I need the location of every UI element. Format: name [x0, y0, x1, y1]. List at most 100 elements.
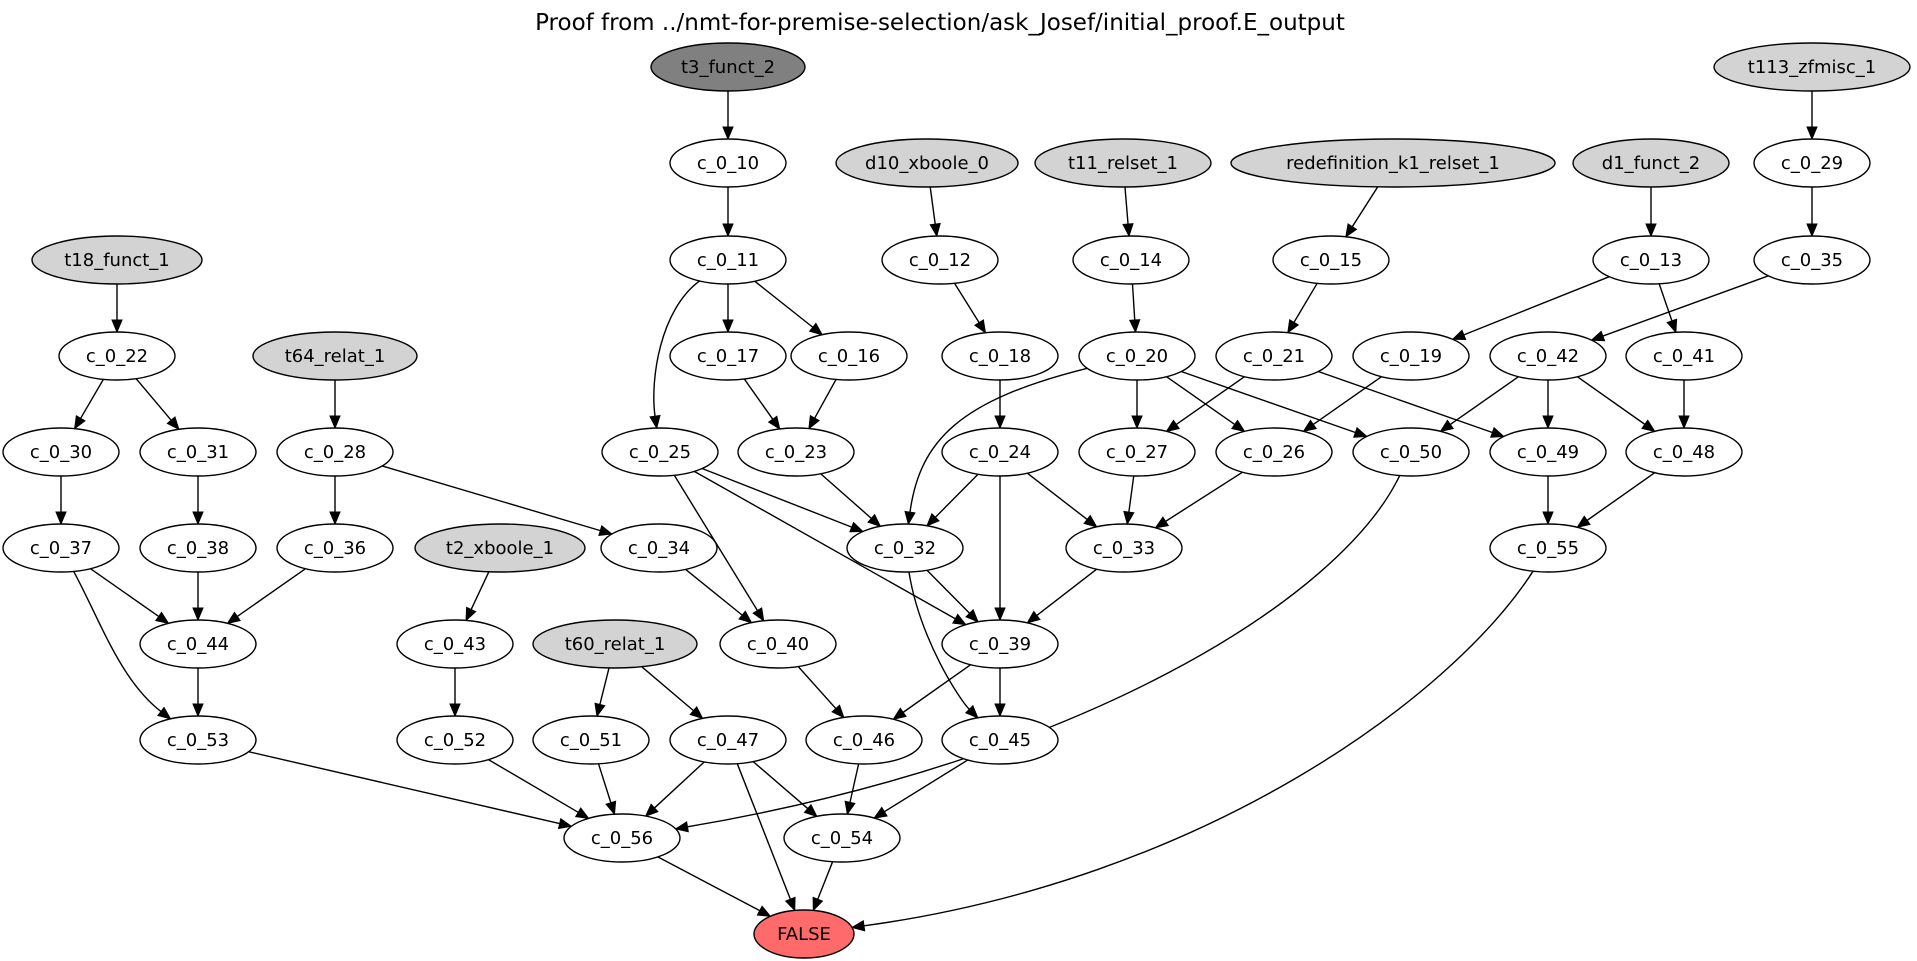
arrowhead — [598, 524, 614, 536]
edge-c_0_28-to-c_0_34 — [381, 465, 614, 536]
derived-node-ellipse — [139, 523, 257, 573]
node-label: c_0_34 — [628, 538, 690, 559]
node-label: c_0_46 — [833, 730, 895, 751]
node-label: c_0_30 — [30, 442, 92, 463]
node-c_0_19: c_0_19 — [1352, 331, 1470, 381]
node-c_0_16: c_0_16 — [790, 331, 908, 381]
edge-line — [1318, 370, 1493, 434]
edge-c_0_35-to-c_0_42 — [1590, 275, 1769, 342]
node-label: c_0_50 — [1380, 442, 1442, 463]
edge-line — [929, 186, 936, 225]
edge-line — [1166, 376, 1236, 426]
derived-node-ellipse — [669, 138, 787, 188]
axiom-node-ellipse — [414, 523, 586, 573]
edge-line — [1026, 472, 1088, 521]
axiom-node-ellipse — [1713, 42, 1911, 92]
node-c_0_47: c_0_47 — [669, 715, 787, 765]
node-c_0_38: c_0_38 — [139, 523, 257, 573]
node-label: t64_relat_1 — [285, 346, 386, 367]
edge-c_0_52-to-c_0_56 — [488, 759, 590, 820]
derived-node-ellipse — [790, 331, 908, 381]
edge-line — [73, 571, 162, 713]
edge-c_0_42-to-c_0_49 — [1542, 380, 1554, 430]
node-label: t3_funct_2 — [681, 57, 775, 78]
node-label: d10_xboole_0 — [865, 153, 989, 174]
arrowhead — [1490, 426, 1505, 438]
derived-node-ellipse — [719, 619, 837, 669]
arrowhead — [605, 800, 617, 816]
edge-line — [654, 761, 705, 809]
edge-line — [597, 763, 612, 803]
edge-c_0_36-to-c_0_44 — [226, 568, 306, 625]
arrowhead — [73, 414, 86, 430]
edge-c_0_55-to-FALSE — [850, 570, 1534, 932]
node-c_0_53: c_0_53 — [139, 715, 257, 765]
edge-c_0_50-to-c_0_56 — [674, 475, 1401, 833]
arrowhead — [329, 415, 341, 430]
node-c_0_56: c_0_56 — [563, 813, 681, 863]
arrowhead — [1806, 223, 1818, 238]
node-c_0_41: c_0_41 — [1625, 331, 1743, 381]
derived-node-ellipse — [1489, 427, 1607, 477]
edge-c_0_28-to-c_0_36 — [329, 476, 341, 526]
arrowhead — [1302, 419, 1318, 433]
node-label: c_0_15 — [1300, 250, 1362, 271]
node-label: c_0_32 — [874, 538, 936, 559]
edge-line — [908, 571, 970, 710]
derived-node-ellipse — [563, 813, 681, 863]
edge-c_0_37-to-c_0_44 — [90, 568, 170, 625]
node-c_0_44: c_0_44 — [139, 619, 257, 669]
arrowhead — [1645, 223, 1657, 238]
edge-c_0_27-to-c_0_33 — [1123, 475, 1135, 526]
edge-d10_xboole_0-to-c_0_12 — [929, 186, 941, 238]
edge-line — [884, 759, 969, 813]
node-t3_funct_2: t3_funct_2 — [650, 42, 806, 92]
arrowhead — [1026, 610, 1041, 624]
axiom-node-ellipse — [31, 235, 203, 285]
arrowhead — [1345, 223, 1358, 238]
node-c_0_32: c_0_32 — [846, 523, 964, 573]
edge-c_0_42-to-c_0_50 — [1439, 376, 1519, 433]
edge-c_0_39-to-c_0_46 — [892, 664, 972, 721]
node-label: c_0_17 — [697, 346, 759, 367]
derived-node-ellipse — [1625, 427, 1743, 477]
edge-c_0_19-to-c_0_26 — [1302, 376, 1382, 433]
edge-line — [1124, 186, 1129, 225]
arrowhead — [1439, 419, 1455, 433]
node-label: c_0_11 — [697, 250, 759, 271]
edge-c_0_29-to-c_0_35 — [1806, 187, 1818, 238]
arrowhead — [449, 703, 461, 718]
edge-c_0_14-to-c_0_20 — [1128, 283, 1141, 334]
derived-node-ellipse — [941, 715, 1059, 765]
arrowhead — [226, 611, 242, 625]
false-node-ellipse — [753, 909, 855, 959]
axiom-node-ellipse — [1034, 138, 1212, 188]
node-c_0_35: c_0_35 — [1753, 235, 1871, 285]
node-c_0_29: c_0_29 — [1753, 138, 1871, 188]
edge-line — [1658, 283, 1673, 322]
edge-c_0_32-to-c_0_39 — [926, 569, 979, 623]
edge-c_0_20-to-c_0_26 — [1166, 376, 1246, 433]
node-c_0_39: c_0_39 — [941, 619, 1059, 669]
edge-line — [236, 568, 306, 618]
edge-line — [488, 759, 579, 813]
edge-line — [641, 666, 694, 712]
edge-line — [685, 568, 743, 616]
node-label: c_0_13 — [1620, 250, 1682, 271]
edge-c_0_25-to-c_0_32 — [701, 467, 865, 533]
edge-c_0_23-to-c_0_32 — [820, 473, 882, 528]
edge-c_0_46-to-c_0_54 — [844, 763, 860, 816]
arrowhead — [964, 704, 979, 719]
arrowhead — [1678, 415, 1690, 430]
edge-c_0_38-to-c_0_44 — [192, 572, 204, 622]
node-label: d1_funct_2 — [1602, 153, 1700, 174]
arrowhead — [994, 607, 1006, 622]
derived-node-ellipse — [1352, 331, 1470, 381]
edge-t3_funct_2-to-c_0_10 — [722, 91, 734, 141]
node-c_0_24: c_0_24 — [941, 427, 1059, 477]
edge-c_0_34-to-c_0_40 — [685, 568, 753, 624]
arrowhead — [674, 821, 689, 833]
edge-line — [80, 378, 104, 419]
derived-node-ellipse — [1592, 235, 1710, 285]
edge-line — [1165, 471, 1243, 522]
